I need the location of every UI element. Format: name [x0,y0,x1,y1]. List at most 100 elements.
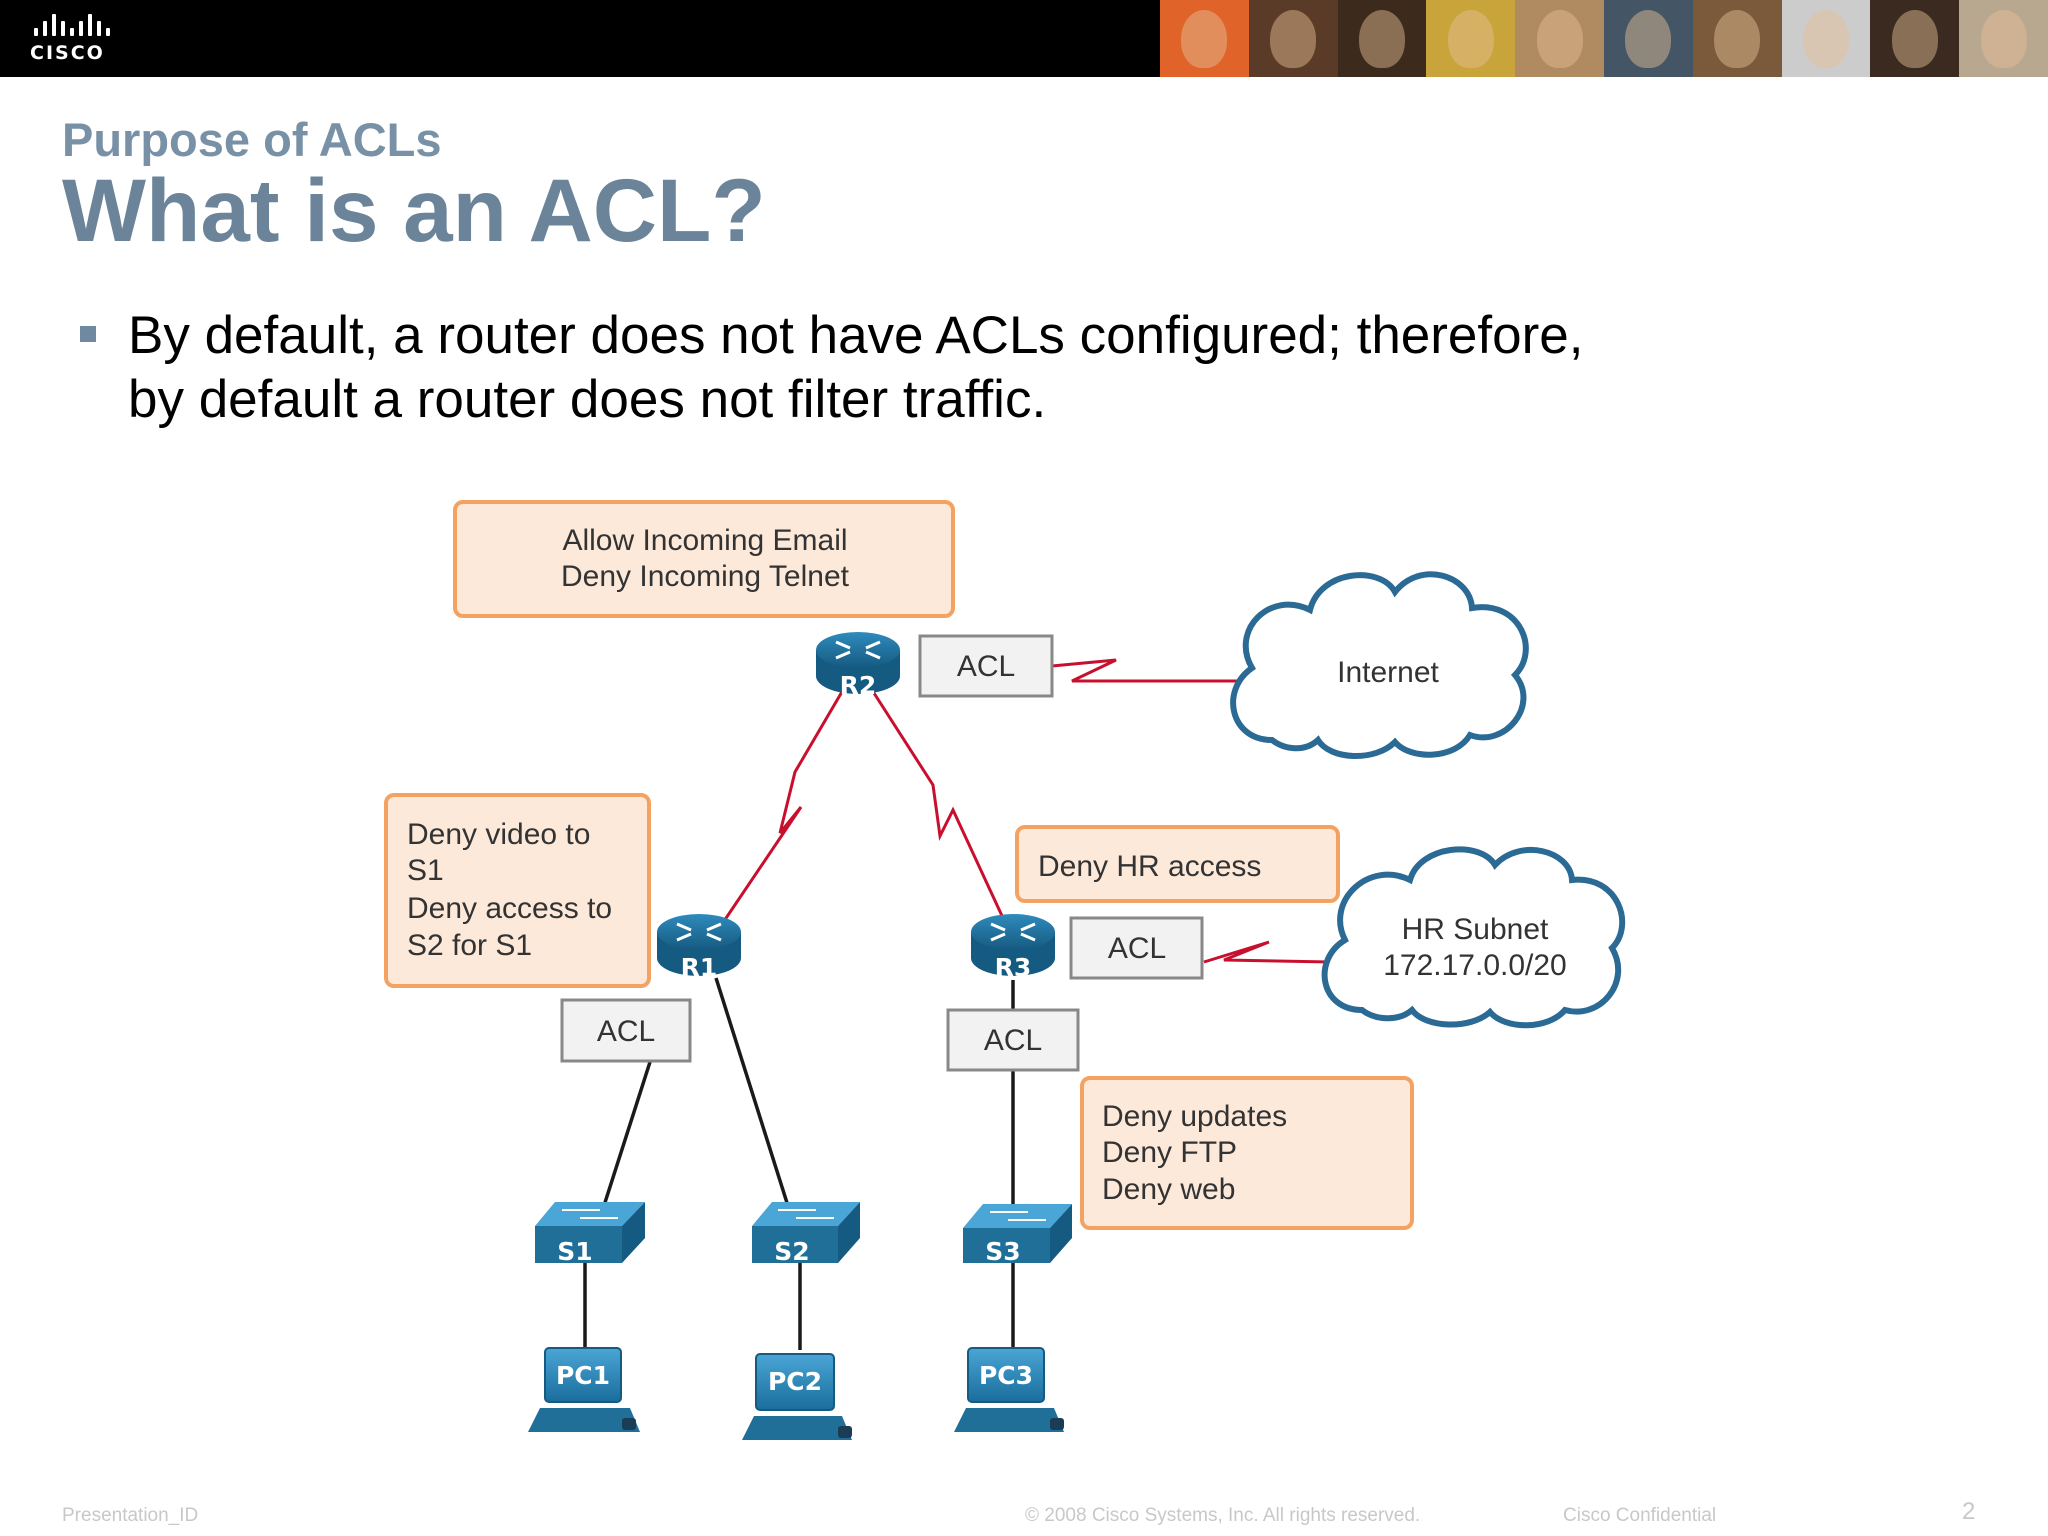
cisco-bars-icon [34,14,120,36]
note-r2-line: Allow Incoming Email [562,524,847,557]
pc-label: PC2 [768,1367,822,1396]
photo-tile [1781,0,1871,77]
router-r1[interactable]: R1 [657,914,741,982]
cisco-logo-text: CISCO [30,42,105,64]
cloud-internet-label: Internet [1337,656,1439,689]
photo-tile [1603,0,1693,77]
note-r3-hr-line: Deny HR access [1038,850,1261,883]
photo-tile [1426,0,1516,77]
lan-links [583,977,1015,1350]
note-r2: Allow Incoming Email Deny Incoming Telne… [453,500,955,618]
note-r1-line: S2 for S1 [407,929,532,962]
cloud-internet-icon [1230,571,1529,759]
person-photo-icon [1891,10,1938,68]
acl-label: ACL [957,650,1015,683]
note-r1: Deny video to S1 Deny access to S2 for S… [384,793,651,988]
person-photo-icon [1980,10,2027,68]
router-icon-top [657,914,741,950]
pc-mouse-icon [1050,1418,1064,1430]
person-photo-icon [1358,10,1405,68]
switch-icon-side [1050,1204,1072,1263]
switch-icon-top [963,1204,1072,1228]
pc-pc1[interactable]: PC1 [528,1347,640,1432]
pc-monitor-icon [755,1353,835,1411]
router-icon-top [816,632,900,668]
photo-tile [1160,0,1249,77]
switch-icon-front [752,1226,838,1263]
slide-title: What is an ACL? [62,160,766,260]
switch-label: S3 [985,1237,1020,1266]
switch-s3[interactable]: S3 [963,1204,1072,1266]
note-r3-hr: Deny HR access [1015,825,1340,903]
router-r2[interactable]: R2 [816,632,900,700]
wan-link-r3-hr [1203,940,1331,964]
switch-arrows-icon [778,1209,834,1219]
lan-link-r1-s2 [714,977,790,1207]
lan-link-r1-s1 [599,1061,652,1216]
footer-presentation-id: Presentation_ID [62,1505,199,1526]
switch-icon-side [838,1202,860,1263]
photo-tile [1515,0,1604,77]
pc-monitor-icon [544,1347,622,1403]
person-photo-icon [1447,10,1494,68]
wan-link-r2-r3 [870,689,1005,919]
acl-box-r1: ACL [560,998,692,1063]
note-r3-lan-line: Deny web [1102,1173,1235,1206]
pc-monitor-icon [967,1347,1045,1403]
note-r1-line: S1 [407,854,444,887]
pc-base-icon [742,1416,852,1440]
footer-copyright: © 2008 Cisco Systems, Inc. All rights re… [1025,1505,1421,1526]
slide-subtitle: Purpose of ACLs [62,113,442,166]
switch-icon-front [963,1228,1050,1263]
router-arrows-icon [676,922,722,942]
switch-s2[interactable]: S2 [752,1202,860,1266]
wan-link-r2-internet [1051,658,1237,683]
switch-icon-top [752,1202,860,1226]
cloud-hr-subnet: HR Subnet 172.17.0.0/20 [1321,846,1626,1029]
cloud-hr-address: 172.17.0.0/20 [1383,949,1567,982]
acl-label: ACL [1108,932,1166,965]
photo-tile [1337,0,1427,77]
router-label: R1 [681,953,718,982]
wan-link-r2-r1 [716,689,845,931]
pc-pc2[interactable]: PC2 [742,1353,852,1440]
footer-confidential: Cisco Confidential [1563,1505,1717,1526]
acl-label: ACL [984,1024,1042,1057]
note-r3-lan-line: Deny updates [1102,1100,1287,1133]
router-arrows-icon [990,922,1036,942]
acl-box-r3-lan: ACL [946,1008,1080,1072]
switch-s1[interactable]: S1 [535,1202,645,1266]
switch-icon-top [535,1202,645,1226]
switch-icon-side [622,1202,645,1263]
person-photo-icon [1802,10,1849,68]
pc-label: PC1 [556,1361,610,1390]
router-label: R2 [840,671,877,700]
pc-pc3[interactable]: PC3 [954,1347,1064,1432]
wan-links [716,658,1331,964]
photo-strip [1160,0,2048,77]
pc-mouse-icon [838,1426,852,1438]
header-bar: CISCO [0,0,2048,77]
router-arrows-icon [835,640,881,660]
acl-box-r2: ACL [918,634,1054,698]
note-r2-line: Deny Incoming Telnet [561,560,850,593]
router-icon-top [971,914,1055,950]
person-photo-icon [1181,10,1228,68]
acl-label: ACL [597,1015,655,1048]
photo-tile [1870,0,1960,77]
person-photo-icon [1270,10,1317,68]
note-r3-lan-line: Deny FTP [1102,1136,1237,1169]
photo-tile [1692,0,1782,77]
switch-arrows-icon [990,1211,1046,1221]
note-r3-lan: Deny updates Deny FTP Deny web [1080,1076,1414,1230]
switch-arrows-icon [562,1209,618,1219]
router-r3[interactable]: R3 [971,914,1055,982]
acl-box-r3-wan: ACL [1069,916,1204,980]
pc-mouse-icon [622,1418,636,1430]
person-photo-icon [1714,10,1761,68]
bullet-marker-icon [80,326,96,342]
cloud-hr-icon [1321,846,1626,1029]
router-label: R3 [995,953,1032,982]
pc-label: PC3 [979,1361,1033,1390]
